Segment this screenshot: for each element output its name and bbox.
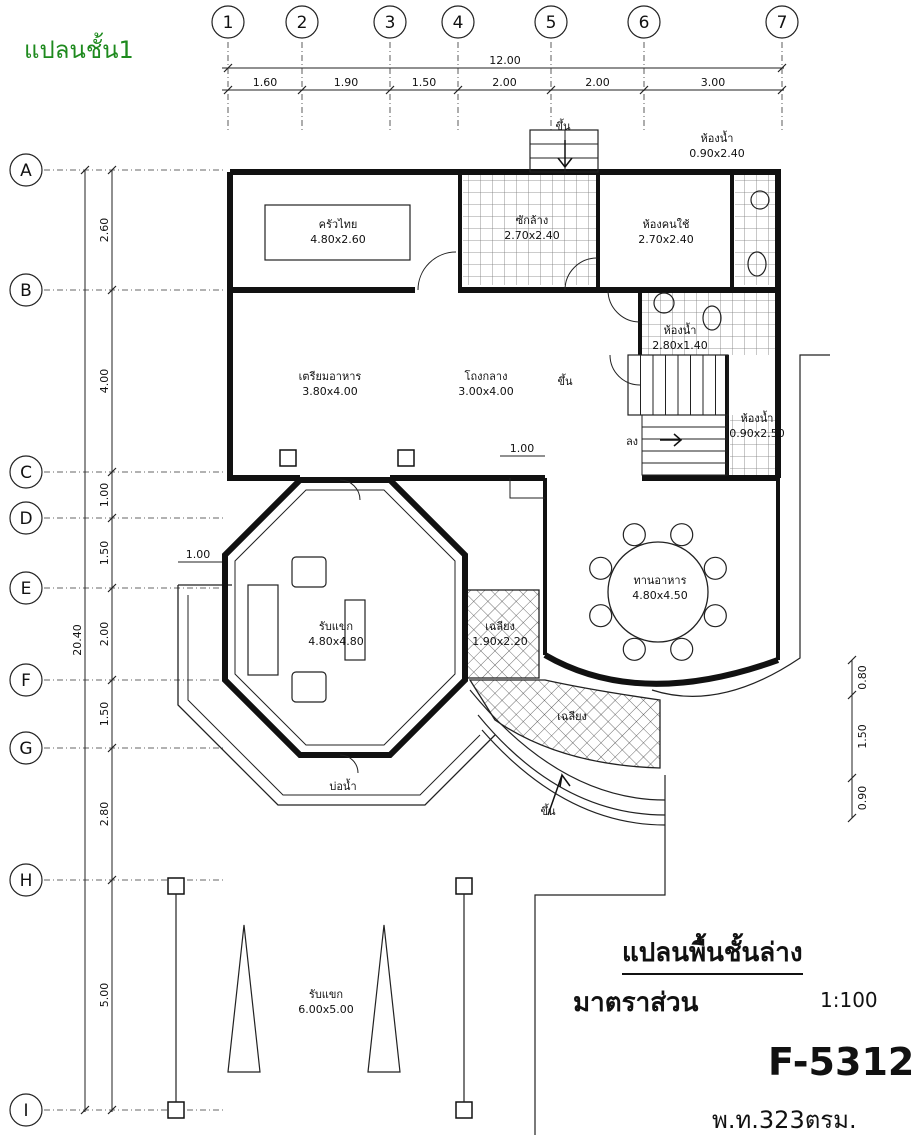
column-label: 1 [223, 13, 234, 33]
row-span: 2.00 [98, 622, 111, 647]
row-label: F [21, 671, 31, 691]
row-span: 1.50 [98, 702, 111, 727]
room-name: ซักล้าง [516, 214, 548, 227]
room-name: โถงกลาง [465, 369, 508, 383]
opening-dimension: 1.00 [186, 548, 211, 561]
room-size: 6.00x5.00 [298, 1003, 354, 1016]
room-size: 3.00x4.00 [458, 385, 514, 398]
row-label: I [23, 1101, 28, 1121]
plan-code: F-5312 [768, 1040, 914, 1084]
veranda-label: เฉลียง [557, 710, 587, 723]
column-span: 1.90 [334, 76, 359, 89]
up-label-bottom: ขึ้น [540, 803, 556, 818]
right-span: 1.50 [856, 724, 869, 749]
column-label: 3 [385, 13, 396, 33]
column-label: 7 [777, 13, 788, 33]
column-grid-labels: 1 2 3 4 5 6 7 [211, 5, 799, 39]
row-grid-labels: A B C D E F G H I [9, 153, 43, 1127]
scale-label: มาตราส่วน [573, 988, 699, 1018]
room-name: รับแขก [309, 988, 343, 1001]
column-label: 6 [639, 13, 650, 33]
row-label: G [19, 739, 32, 759]
column-label: 2 [297, 13, 308, 33]
room-size: 4.80x4.50 [632, 589, 688, 602]
column-label: 4 [453, 13, 464, 33]
down-label: ลง [626, 435, 638, 448]
row-label: H [20, 871, 33, 891]
overall-depth: 20.40 [71, 624, 84, 656]
column-span: 1.50 [412, 76, 437, 89]
room-size: 0.90x2.40 [689, 147, 745, 160]
row-span: 1.50 [98, 541, 111, 566]
scale-value: 1:100 [820, 988, 878, 1012]
room-name: ทานอาหาร [633, 574, 686, 587]
room-size: 3.80x4.00 [302, 385, 358, 398]
column-span: 2.00 [585, 76, 610, 89]
page-title: แปลนชั้น1 [24, 36, 134, 64]
row-label: E [21, 579, 32, 599]
right-span: 0.80 [856, 665, 869, 690]
room-size: 0.90x2.50 [729, 427, 785, 440]
room-name: ห้องน้ำ [701, 130, 734, 145]
row-label: B [20, 281, 32, 301]
room-name: ครัวไทย [319, 218, 358, 231]
overall-width: 12.00 [489, 54, 521, 67]
opening-dimension: 1.00 [510, 442, 535, 455]
row-span: 4.00 [98, 369, 111, 394]
row-span: 2.80 [98, 802, 111, 827]
room-size: 4.80x4.80 [308, 635, 364, 648]
room-size: 4.80x2.60 [310, 233, 366, 246]
row-label: C [20, 463, 32, 483]
room-name: ห้องน้ำ [741, 410, 774, 425]
pond-label: บ่อน้ำ [329, 778, 356, 793]
room-size: 1.90x2.20 [472, 635, 528, 648]
dimension-labels: 12.00 1.60 1.90 1.50 2.00 2.00 3.00 20.40 2.60 4.… [71, 54, 869, 1007]
room-size: 2.80x1.40 [652, 339, 708, 352]
row-label: D [19, 509, 32, 529]
room-name: เฉลียง [485, 620, 515, 633]
row-span: 2.60 [98, 218, 111, 243]
column-span: 3.00 [701, 76, 726, 89]
room-name: เตรียมอาหาร [299, 370, 362, 383]
row-span: 5.00 [98, 983, 111, 1008]
area-label: พ.ท.323ตรม. [712, 1106, 857, 1134]
right-span: 0.90 [856, 786, 869, 811]
room-name: ห้องคนใช้ [643, 218, 690, 231]
column-label: 5 [546, 13, 557, 33]
room-labels: ครัวไทย 4.80x2.60 ซักล้าง 2.70x2.40 ห้องคนใช… [298, 130, 785, 1016]
room-size: 2.70x2.40 [504, 229, 560, 242]
column-span: 1.60 [253, 76, 278, 89]
room-name: รับแขก [319, 620, 353, 633]
plan-title: แปลนพื้นชั้นล่าง [622, 932, 803, 975]
room-size: 2.70x2.40 [638, 233, 694, 246]
row-span: 1.00 [98, 483, 111, 508]
up-label-top: ขึ้น [555, 118, 571, 133]
room-name: ห้องน้ำ [664, 322, 697, 337]
row-label: A [20, 161, 32, 181]
column-span: 2.00 [492, 76, 517, 89]
up-label-stair: ขึ้น [557, 373, 573, 388]
